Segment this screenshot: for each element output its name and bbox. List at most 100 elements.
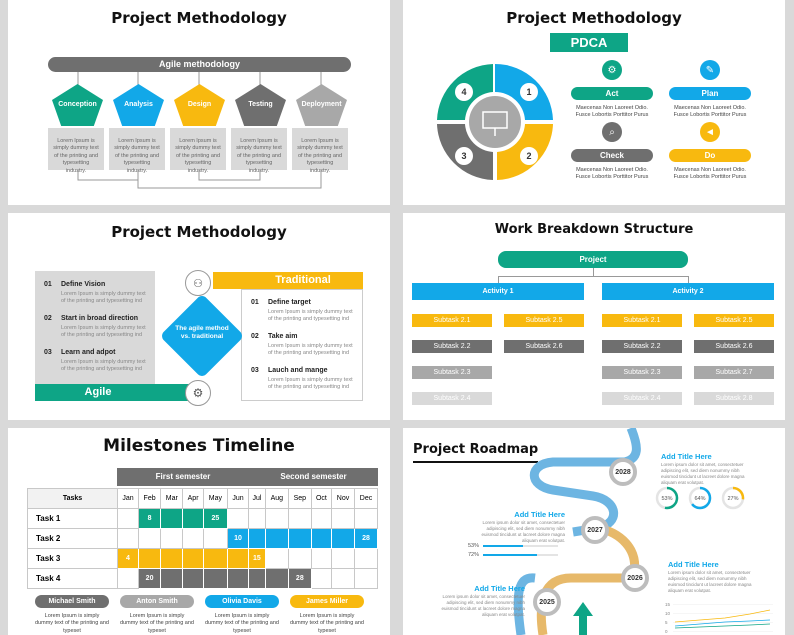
gantt-cell: 28 [287, 568, 312, 589]
pdca-cycle [437, 63, 553, 180]
gantt-cell: 28 [353, 528, 379, 549]
gantt-cell [226, 508, 249, 529]
subtask-box: Subtask 2.2 [602, 340, 682, 353]
phase-desc: Lorem Ipsum is simply dummy text of the … [231, 128, 287, 174]
agile-panel [35, 271, 155, 398]
step-number: 01 [251, 299, 259, 306]
connector-lines [77, 72, 322, 189]
block-text: Lorem ipsum dolor sit amet, consectetuer… [481, 520, 565, 544]
phase-desc: Lorem Ipsum is simply dummy text of the … [109, 128, 165, 174]
phase-label: Conception [58, 101, 97, 108]
task-row: Task 2 10 28 [27, 528, 379, 549]
subtask-box: Subtask 2.5 [504, 314, 584, 327]
month-cell: Jan [117, 488, 139, 509]
tasks-header: Tasks [27, 488, 118, 509]
block-title: Add Title Here [474, 584, 525, 593]
slide-title: Project Methodology [506, 9, 682, 27]
subtask-box: Subtask 2.8 [694, 392, 774, 405]
step-title: Define Vision [61, 281, 106, 288]
subtask-box: Subtask 2.2 [412, 340, 492, 353]
block-text: Lorem ipsum dolor sit amet, consectetuer… [441, 594, 525, 618]
slide-title: Project Methodology [111, 9, 287, 27]
gantt-cell [160, 528, 184, 549]
step-number: 01 [44, 281, 52, 288]
slide-milestones[interactable]: Milestones Timeline First semester Secon… [8, 428, 390, 635]
gantt-cell: 10 [226, 528, 249, 549]
gantt-cell [310, 548, 333, 569]
phase-desc: Lorem Ipsum is simply dummy text of the … [48, 128, 104, 174]
slide-agile-vs-traditional[interactable]: Project Methodology Agile Traditional Th… [8, 213, 390, 420]
wbs-connector [498, 276, 499, 283]
gantt-cell [182, 548, 204, 569]
cycle-number: 4 [455, 83, 473, 101]
month-cell: Nov [331, 488, 355, 509]
agile-bar [35, 384, 205, 401]
gantt-cell [264, 568, 289, 589]
gantt-cell [117, 568, 139, 589]
slide-title: Project Roadmap [413, 442, 539, 457]
team-icon: ⚇ [185, 270, 211, 296]
gantt-cell [137, 528, 162, 549]
slide-title: Milestones Timeline [103, 436, 295, 456]
month-cell: Jul [247, 488, 266, 509]
step-text: Lorem Ipsum is simply dummy text of the … [61, 291, 146, 305]
step-number: 02 [44, 315, 52, 322]
step-text: Lorem Ipsum is simply dummy text of the … [61, 325, 146, 339]
gantt-cell [182, 508, 204, 529]
phase-label: Testing [248, 101, 273, 108]
pdca-badge: PDCA [550, 33, 628, 52]
donut-arc [688, 486, 712, 510]
step-text: Maecenas Non Laoreet Odio. Fusce Loborti… [575, 105, 649, 119]
traditional-label: Traditional [275, 274, 331, 286]
owner-pill: Anton Smith [120, 595, 194, 608]
slide-title: Work Breakdown Structure [494, 222, 694, 237]
slide-title: Project Methodology [111, 223, 287, 241]
subtask-box: Subtask 2.4 [412, 392, 492, 405]
slide-wbs[interactable]: Work Breakdown Structure Project Activit… [403, 213, 785, 420]
series-line [674, 609, 771, 623]
owner-pill: James Miller [290, 595, 364, 608]
percent-donuts: 53%64%27% [655, 486, 745, 510]
step-label: Act [571, 87, 653, 100]
subtask-box: Subtask 2.3 [602, 366, 682, 379]
gantt-cell [117, 508, 139, 529]
gantt-cell [264, 548, 289, 569]
owner-pill: Michael Smith [35, 595, 109, 608]
subtask-box: Subtask 2.1 [602, 314, 682, 327]
gantt-cell [160, 548, 184, 569]
axis-tick: 10 [665, 611, 671, 616]
series-line [674, 623, 771, 629]
year-marker: 2027 [581, 516, 609, 544]
gantt-cell: 25 [202, 508, 228, 529]
step-text: Lorem Ipsum is simply dummy text of the … [61, 359, 146, 373]
month-cell: Feb [137, 488, 162, 509]
month-cell: Aug [264, 488, 289, 509]
traditional-panel [241, 289, 363, 401]
document-icon: ✎ [700, 60, 720, 80]
subtask-box: Subtask 2.1 [412, 314, 492, 327]
gantt-cell [353, 548, 379, 569]
subtask-box: Subtask 2.4 [602, 392, 682, 405]
slide-agile-methodology[interactable]: Project Methodology Agile methodology Co… [8, 0, 390, 205]
donut-label: 53% [661, 496, 672, 502]
task-name: Task 2 [27, 528, 118, 549]
month-cell: Apr [182, 488, 204, 509]
bar-fill [483, 554, 537, 556]
subtask-box: Subtask 2.7 [694, 366, 774, 379]
bar-label: 72% [468, 552, 480, 558]
month-cell: Dec [353, 488, 379, 509]
phase-label: Analysis [124, 101, 153, 108]
gantt-cell [287, 548, 312, 569]
gantt-cell [160, 568, 184, 589]
step-title: Define target [268, 299, 311, 306]
step-number: 03 [44, 349, 52, 356]
bar-fill [483, 545, 523, 547]
gantt-cell [117, 528, 139, 549]
month-cell: Oct [310, 488, 333, 509]
subtask-box: Subtask 2.6 [694, 340, 774, 353]
gantt-cell [331, 528, 355, 549]
